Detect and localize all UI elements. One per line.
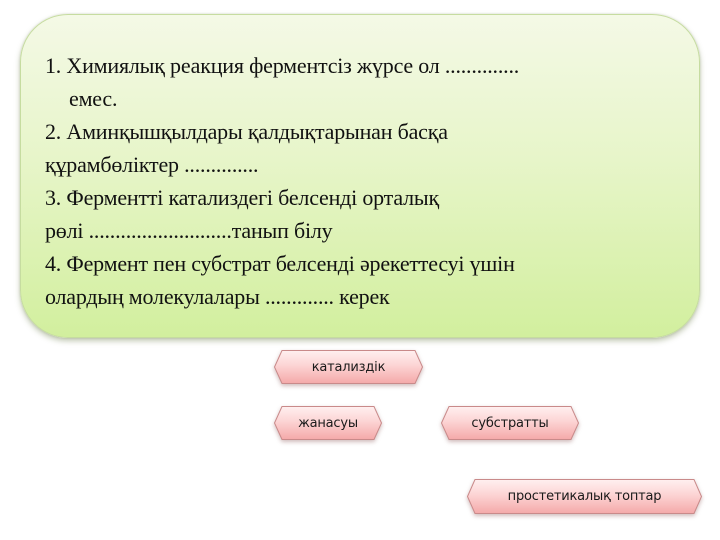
question-item-4: 4. Фермент пен субстрат белсенді әрекетт… [45, 247, 679, 313]
question-2-line-1: 2. Аминқышқылдары қалдықтарынан басқа [45, 119, 448, 144]
hexagon-shape [274, 406, 382, 440]
question-2-line-2: құрамбөліктер .............. [45, 152, 259, 177]
question-item-3: 3. Ферментті катализдегі белсенді орталы… [45, 181, 679, 247]
hexagon-shape [274, 350, 423, 384]
answer-chip-label: жанасуы [298, 415, 358, 431]
answer-chip-substrate[interactable]: субстратты [441, 406, 579, 440]
question-4-line-2: олардың молекулалары ............. керек [45, 284, 390, 309]
answer-chip-contact[interactable]: жанасуы [274, 406, 382, 440]
question-1-line-2: емес. [69, 86, 118, 111]
answer-chip-prosthetic-groups[interactable]: простетикалық топтар [467, 479, 702, 514]
answer-chip-label: катализдік [311, 359, 386, 375]
question-3-line-2: рөлі ...........................танып бі… [45, 218, 333, 243]
question-4-line-1: 4. Фермент пен субстрат белсенді әрекетт… [45, 251, 515, 276]
hexagon-shape [441, 406, 579, 440]
question-3-line-1: 3. Ферментті катализдегі белсенді орталы… [45, 185, 439, 210]
question-item-1: 1. Химиялық реакция ферментсіз жүрсе ол … [45, 49, 679, 115]
question-item-2: 2. Аминқышқылдары қалдықтарынан басқа құ… [45, 115, 679, 181]
answer-chip-catalytic[interactable]: катализдік [274, 350, 423, 384]
question-1-line-1: 1. Химиялық реакция ферментсіз жүрсе ол … [45, 53, 520, 78]
answer-chip-label: простетикалық топтар [507, 489, 662, 504]
question-list: 1. Химиялық реакция ферментсіз жүрсе ол … [45, 49, 679, 313]
answer-chip-label: субстратты [471, 415, 549, 431]
question-box: 1. Химиялық реакция ферментсіз жүрсе ол … [20, 14, 700, 338]
hexagon-shape [467, 479, 702, 514]
